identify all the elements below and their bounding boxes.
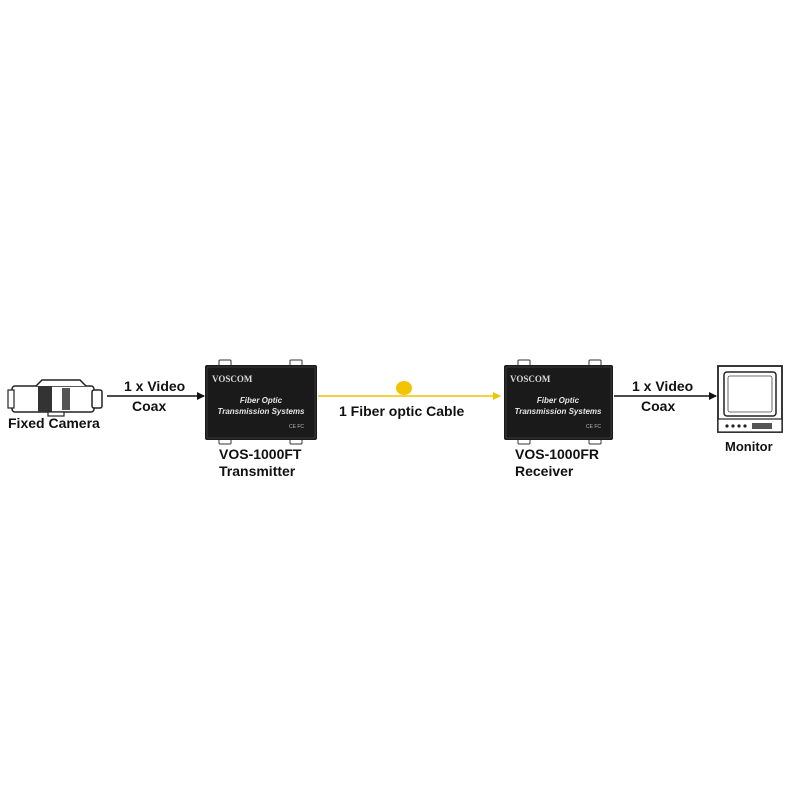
receiver-model: VOS-1000FR	[515, 446, 599, 462]
output-link-line1: 1 x Video	[632, 378, 693, 394]
receiver-brand: VOSCOM	[510, 374, 551, 384]
input-link-line1: 1 x Video	[124, 378, 185, 394]
output-link-line2: Coax	[641, 398, 675, 414]
fiber-connector-icon	[396, 381, 412, 395]
transmitter-device: VOSCOM Fiber Optic Transmission Systems …	[205, 359, 317, 445]
camera-icon	[7, 379, 103, 417]
camera-label: Fixed Camera	[8, 415, 100, 431]
transmitter-model: VOS-1000FT	[219, 446, 302, 462]
transmitter-text1: Fiber Optic	[240, 396, 283, 405]
fiber-label: 1 Fiber optic Cable	[339, 403, 464, 419]
transmitter-text2: Transmission Systems	[217, 407, 305, 416]
receiver-text1: Fiber Optic	[537, 396, 580, 405]
receiver-role: Receiver	[515, 463, 574, 479]
monitor-icon	[717, 365, 783, 433]
receiver-device: VOSCOM Fiber Optic Transmission Systems …	[504, 359, 613, 445]
input-link-line2: Coax	[132, 398, 166, 414]
transmitter-role: Transmitter	[219, 463, 296, 479]
receiver-text2: Transmission Systems	[514, 407, 602, 416]
transmitter-marks: CE FC	[289, 424, 304, 430]
monitor-label: Monitor	[725, 439, 773, 454]
transmitter-brand: VOSCOM	[212, 374, 253, 384]
receiver-marks: CE FC	[586, 424, 601, 430]
